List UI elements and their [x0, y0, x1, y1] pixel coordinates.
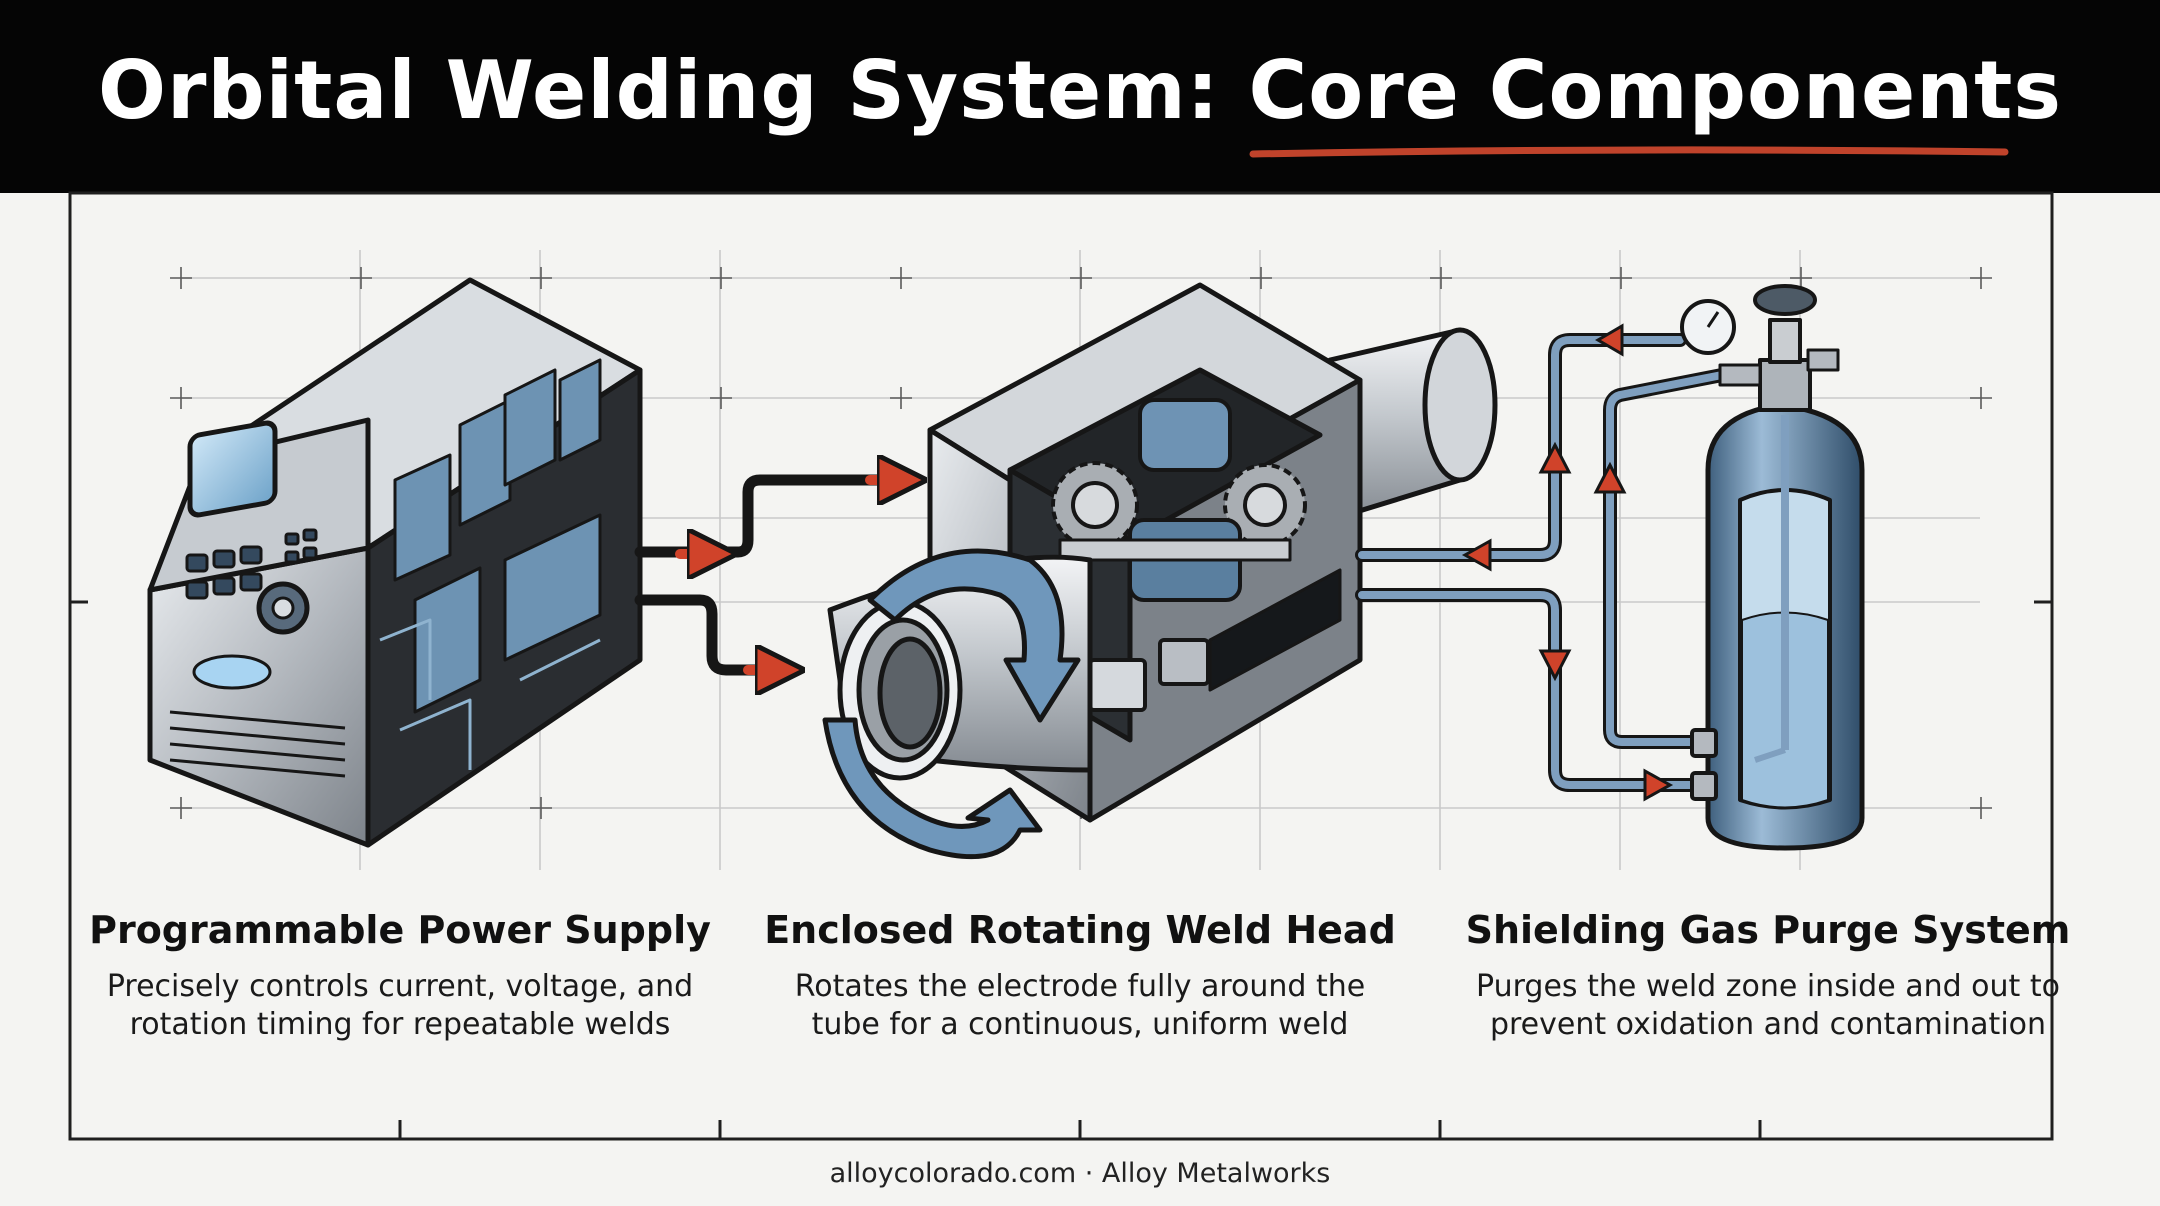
title-main: Orbital Welding System:	[97, 44, 1249, 137]
component-card-weld-head: Enclosed Rotating Weld Head Rotates the …	[730, 908, 1430, 1044]
vent-grille	[169, 710, 346, 778]
cylinder-valve	[1758, 358, 1812, 412]
weld-head-icon	[822, 282, 1498, 860]
valve-handwheel	[1753, 284, 1817, 316]
rotation-arrows	[822, 548, 1081, 860]
component-description: Precisely controls current, voltage, and…	[106, 969, 694, 1042]
title-bar: Orbital Welding System: Core Components	[0, 0, 2160, 193]
circuit-boards	[393, 358, 602, 714]
tube-clamp	[1158, 638, 1210, 686]
title-highlight: Core Components	[1249, 44, 2063, 158]
power-cables	[634, 480, 912, 670]
footer-credit: alloycolorado.com · Alloy Metalworks	[829, 1158, 1331, 1189]
keypad-buttons	[185, 528, 318, 600]
component-title: Enclosed Rotating Weld Head	[764, 908, 1396, 952]
status-light	[192, 654, 272, 690]
page-title: Orbital Welding System: Core Components	[97, 44, 2063, 158]
drive-motor	[1138, 398, 1232, 472]
component-card-power-supply: Programmable Power Supply Precisely cont…	[50, 908, 750, 1044]
power-supply-icon	[147, 277, 643, 848]
component-title: Shielding Gas Purge System	[1465, 908, 2071, 952]
component-title: Programmable Power Supply	[89, 908, 711, 952]
title-underline	[1249, 146, 2009, 158]
component-card-gas-purge: Shielding Gas Purge System Purges the we…	[1418, 908, 2118, 1044]
purge-fitting	[1690, 728, 1718, 758]
gas-cylinder-icon	[1680, 284, 1865, 851]
drive-gears	[1051, 461, 1307, 549]
regulator	[1718, 363, 1762, 387]
display-screen	[187, 420, 278, 518]
